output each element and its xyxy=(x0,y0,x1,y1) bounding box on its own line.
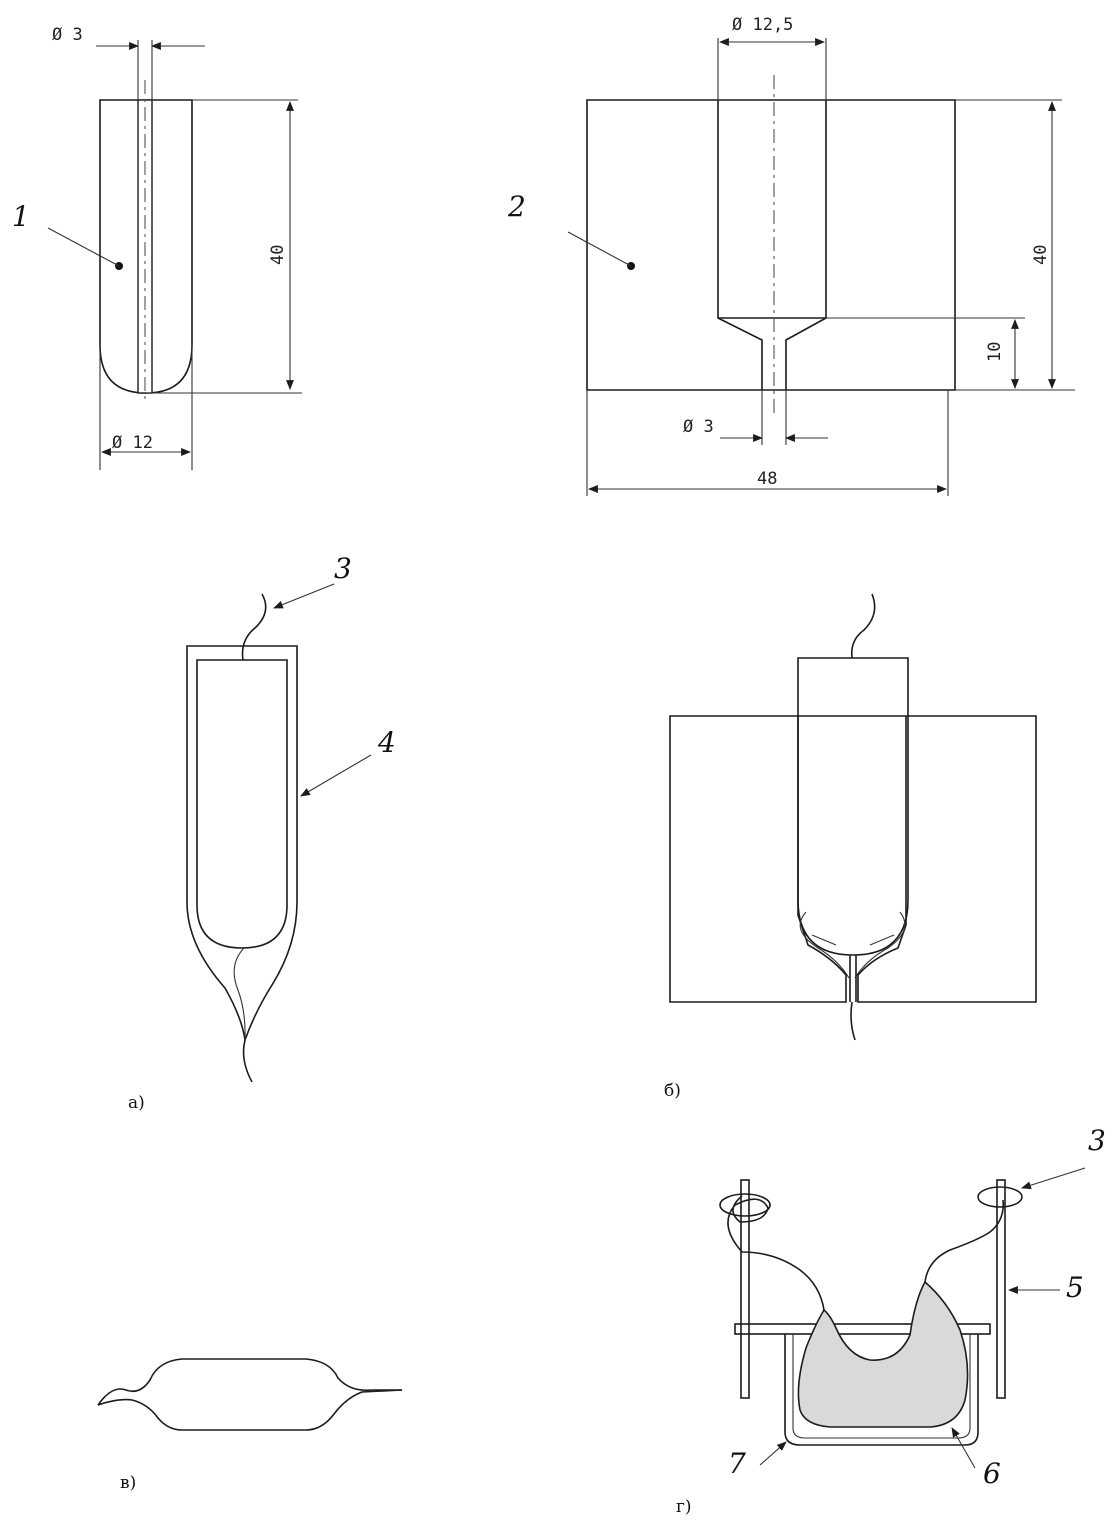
dim-die-bore: Ø 12,5 xyxy=(732,15,793,35)
rod-left xyxy=(740,1179,750,1399)
dim-die-width: 48 xyxy=(757,469,777,489)
film-envelope-drawing: 3 4 а) xyxy=(128,552,396,1113)
caption-v: в) xyxy=(120,1473,136,1493)
vessel xyxy=(784,1334,979,1446)
label-die: 2 xyxy=(507,190,526,223)
punch-in-die xyxy=(797,657,909,956)
apparatus-drawing: 3 5 7 6 г) xyxy=(676,1124,1106,1517)
label-sample: 6 xyxy=(983,1457,1001,1490)
thread-top-b xyxy=(850,593,876,659)
die-drawing: Ø 12,5 40 10 Ø 3 48 2 xyxy=(507,15,1075,496)
film-inner xyxy=(196,659,288,949)
pressing-drawing: б) xyxy=(664,593,1037,1101)
caption-g: г) xyxy=(676,1497,692,1517)
dim-die-height: 40 xyxy=(1031,245,1051,265)
crossbar xyxy=(734,1323,991,1335)
dim-punch-height: 40 xyxy=(268,245,288,265)
dim-die-bottom: 10 xyxy=(985,342,1005,362)
die-body xyxy=(586,99,956,391)
label-rod: 5 xyxy=(1066,1271,1084,1304)
capsule-drawing: в) xyxy=(97,1358,403,1493)
sample xyxy=(797,1280,969,1428)
label-thread-g: 3 xyxy=(1088,1124,1106,1157)
dim-punch-tip: Ø 3 xyxy=(52,25,83,45)
thread-tail-a xyxy=(242,1039,253,1083)
thread-right-g xyxy=(924,1199,1005,1283)
label-punch: 1 xyxy=(12,200,30,233)
die-section xyxy=(669,715,1037,1003)
thread-top-a xyxy=(241,593,267,661)
dim-die-hole: Ø 3 xyxy=(683,417,714,437)
dim-punch-diameter: Ø 12 xyxy=(112,433,153,453)
label-thread-a: 3 xyxy=(334,552,352,585)
punch-drawing: Ø 3 40 Ø 12 1 xyxy=(12,25,302,470)
thread-left-g xyxy=(727,1195,825,1311)
label-film: 4 xyxy=(377,726,396,759)
rod-right xyxy=(996,1179,1006,1399)
thread-tail-b xyxy=(850,1001,856,1041)
film-outer xyxy=(186,645,298,1041)
caption-a: а) xyxy=(128,1093,145,1113)
caption-b: б) xyxy=(664,1081,681,1101)
label-vessel: 7 xyxy=(728,1447,746,1480)
capsule-outline xyxy=(97,1358,402,1406)
